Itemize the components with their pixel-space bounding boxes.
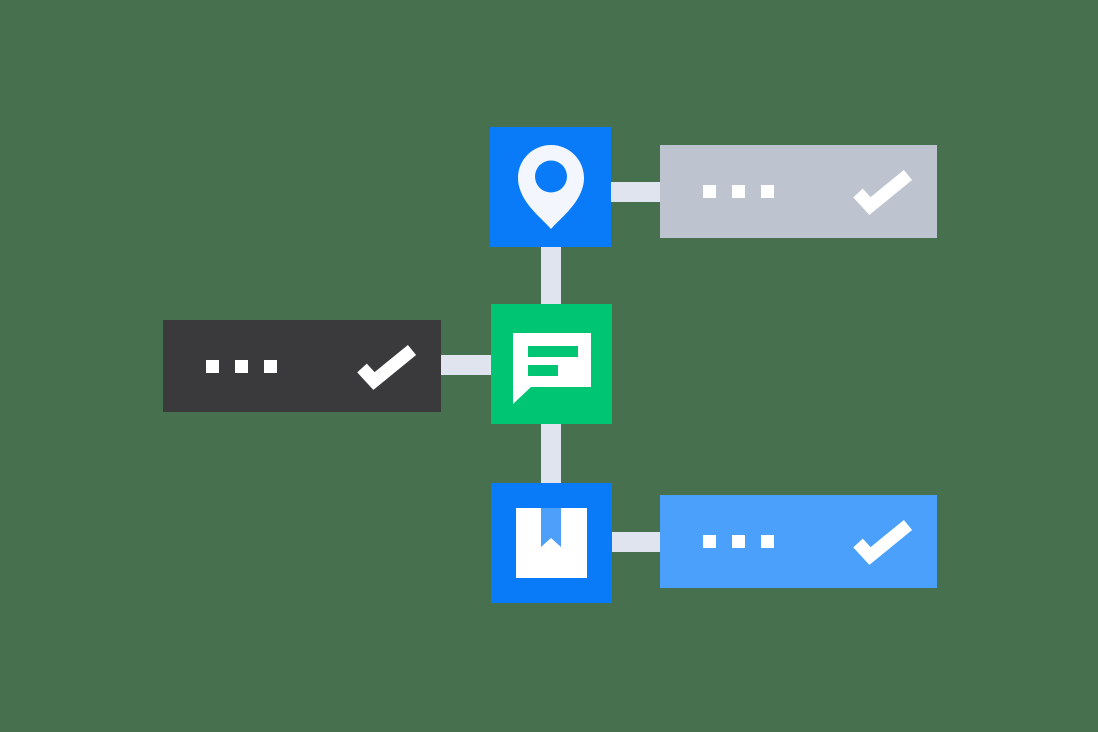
dot xyxy=(264,359,277,373)
dot xyxy=(235,359,248,373)
node-location-tile[interactable] xyxy=(490,127,611,247)
task-bar-chat[interactable] xyxy=(163,320,441,412)
dot xyxy=(761,535,774,548)
checkmark-icon xyxy=(357,344,417,390)
connector-bottom-right xyxy=(601,532,662,552)
placeholder-text-dots xyxy=(703,535,774,548)
node-bookmark-tile[interactable] xyxy=(491,483,612,603)
placeholder-text-dots xyxy=(206,359,277,373)
dot xyxy=(703,535,716,548)
dot xyxy=(703,185,716,198)
placeholder-text-dots xyxy=(703,185,774,198)
node-chat-tile[interactable] xyxy=(491,304,612,424)
dot xyxy=(732,185,745,198)
location-pin-icon xyxy=(517,145,584,229)
book-bookmark-icon xyxy=(516,508,587,578)
dot xyxy=(732,535,745,548)
dot xyxy=(206,359,219,373)
chat-bubble-icon xyxy=(512,332,591,404)
checkmark-icon xyxy=(853,519,913,565)
connector-top-right xyxy=(600,182,662,202)
connector-middle-left xyxy=(436,355,496,375)
task-bar-location[interactable] xyxy=(660,145,937,238)
dot xyxy=(761,185,774,198)
checkmark-icon xyxy=(853,169,913,215)
task-bar-bookmark[interactable] xyxy=(660,495,937,588)
